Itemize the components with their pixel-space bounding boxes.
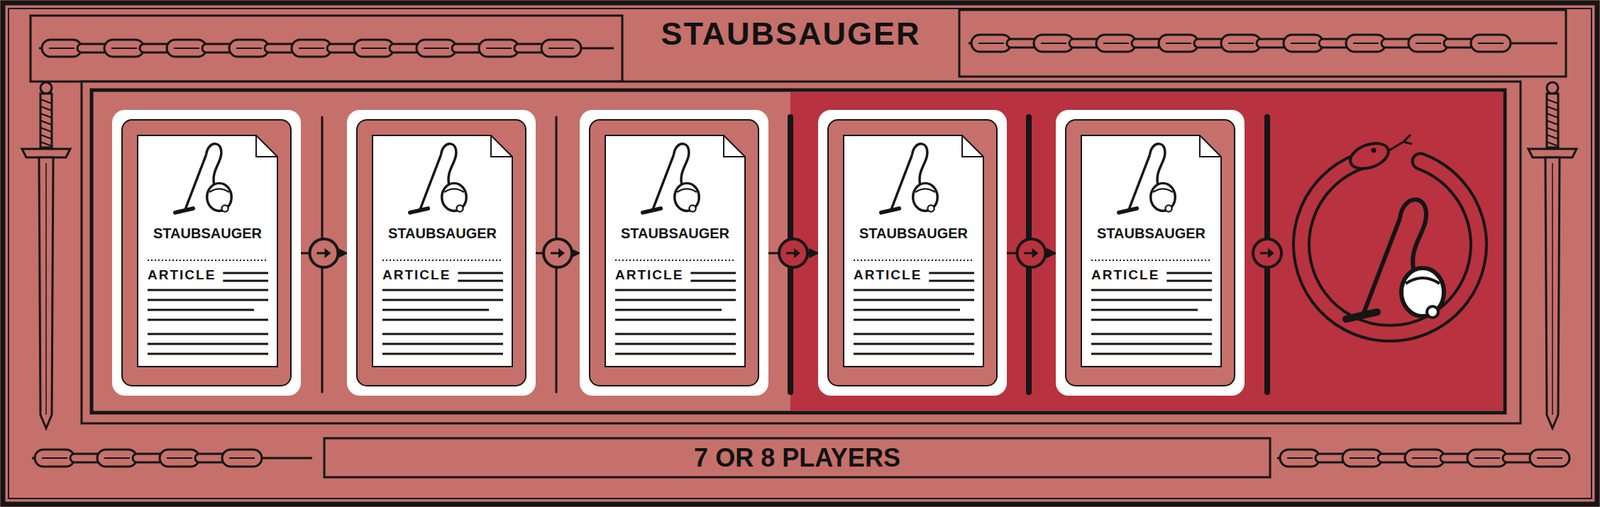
title: STAUBSAUGER [622, 15, 960, 53]
ouroboros [1301, 134, 1479, 334]
article-card: STAUBSAUGER ARTICLE [818, 109, 1007, 396]
flow-connector-group [768, 239, 819, 268]
player-bar [324, 438, 1271, 478]
chain-panel [30, 15, 623, 82]
flow-connector-group [535, 239, 580, 268]
sword [21, 82, 71, 429]
flow-arrow [300, 252, 347, 255]
card-art [346, 109, 536, 396]
chain [1277, 449, 1570, 467]
vacuum-icon [410, 144, 467, 213]
card-track [91, 90, 1505, 413]
flow-arrow [768, 252, 819, 255]
card-title: STAUBSAUGER [605, 225, 746, 242]
arrow-badge [310, 239, 339, 268]
chain [968, 34, 1558, 52]
card-heading: ARTICLE [382, 267, 451, 284]
inner-panel [81, 81, 1521, 424]
card-heading: ARTICLE [853, 267, 922, 284]
flow-arrow [1006, 252, 1056, 255]
chain [39, 39, 614, 57]
arrow-badge [1017, 239, 1046, 268]
sword [1528, 82, 1577, 429]
vacuum-icon [881, 144, 938, 213]
vacuum-icon [1118, 144, 1175, 213]
card-title: STAUBSAUGER [372, 225, 513, 242]
article-card: STAUBSAUGER ARTICLE [1055, 109, 1245, 396]
article-card: STAUBSAUGER ARTICLE [112, 109, 301, 396]
player-count: 7 OR 8 PLAYERS [324, 438, 1271, 478]
chain-panel [959, 9, 1566, 77]
card-title: STAUBSAUGER [137, 225, 278, 242]
card-art [112, 109, 301, 396]
card-heading: ARTICLE [1091, 267, 1160, 284]
card-art [579, 109, 769, 396]
arrow-badge [1253, 239, 1282, 268]
article-card: STAUBSAUGER ARTICLE [579, 109, 769, 396]
arrow-badge [779, 239, 808, 268]
vacuum-icon [1345, 199, 1444, 320]
card-title: STAUBSAUGER [843, 225, 984, 242]
chain [31, 449, 313, 467]
vacuum-icon [175, 144, 232, 213]
outer-frame-inner [8, 8, 1592, 499]
card-art [818, 109, 1007, 396]
arrow-badge [543, 239, 572, 268]
card-heading: ARTICLE [615, 267, 684, 284]
vacuum-icon [642, 144, 699, 213]
card-heading: ARTICLE [147, 267, 216, 284]
flow-connector-group [1006, 239, 1056, 268]
card-art [1055, 109, 1245, 396]
card-title: STAUBSAUGER [1081, 225, 1222, 242]
flow-connector-group [300, 239, 347, 268]
article-card: STAUBSAUGER ARTICLE [346, 109, 536, 396]
final-zone [790, 92, 1503, 411]
